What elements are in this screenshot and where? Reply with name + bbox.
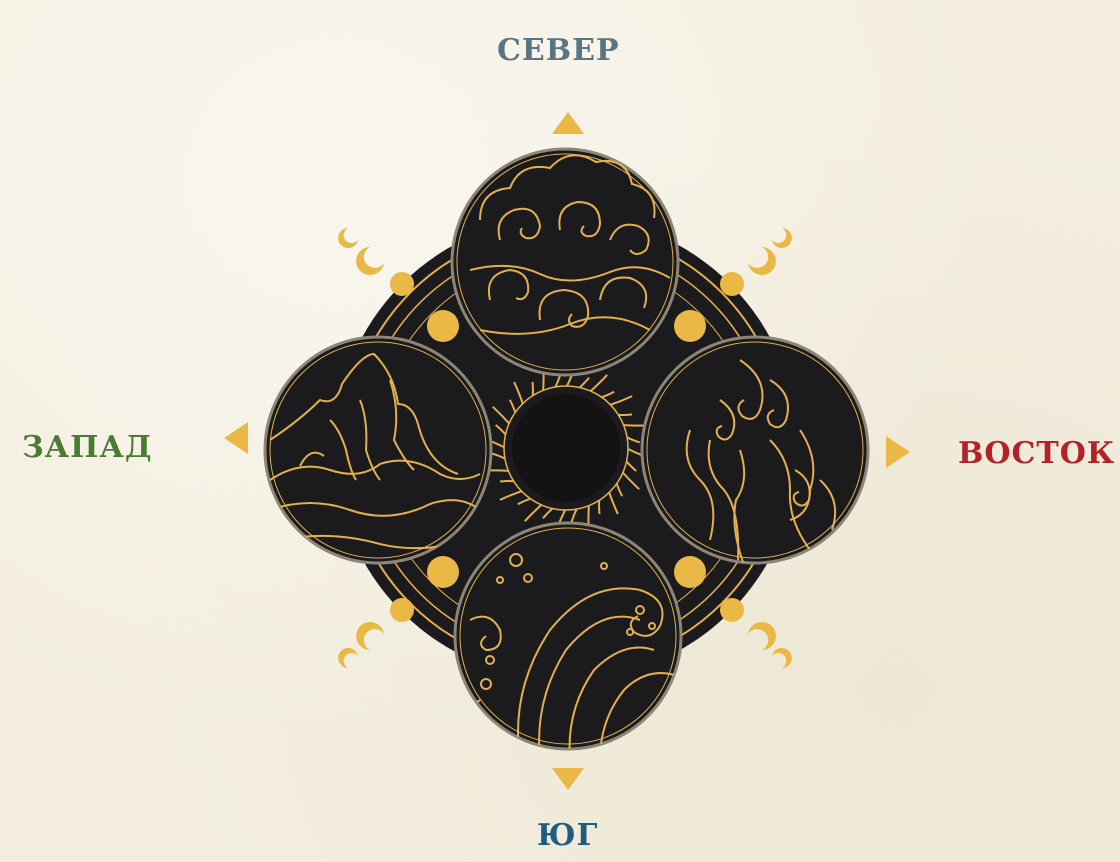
north-label: СЕВЕР xyxy=(497,33,620,68)
mountain-icon xyxy=(265,337,491,563)
west-arrow-icon xyxy=(224,422,248,454)
clouds-icon xyxy=(452,149,678,375)
south-arrow-icon xyxy=(552,768,584,790)
wave-icon xyxy=(455,523,681,760)
north-arrow-icon xyxy=(552,112,584,134)
west-label: ЗАПАД xyxy=(22,430,153,465)
east-label: ВОСТОК xyxy=(958,436,1115,471)
sun-ray xyxy=(621,425,647,426)
south-label: ЮГ xyxy=(537,818,598,853)
east-arrow-icon xyxy=(886,436,910,468)
